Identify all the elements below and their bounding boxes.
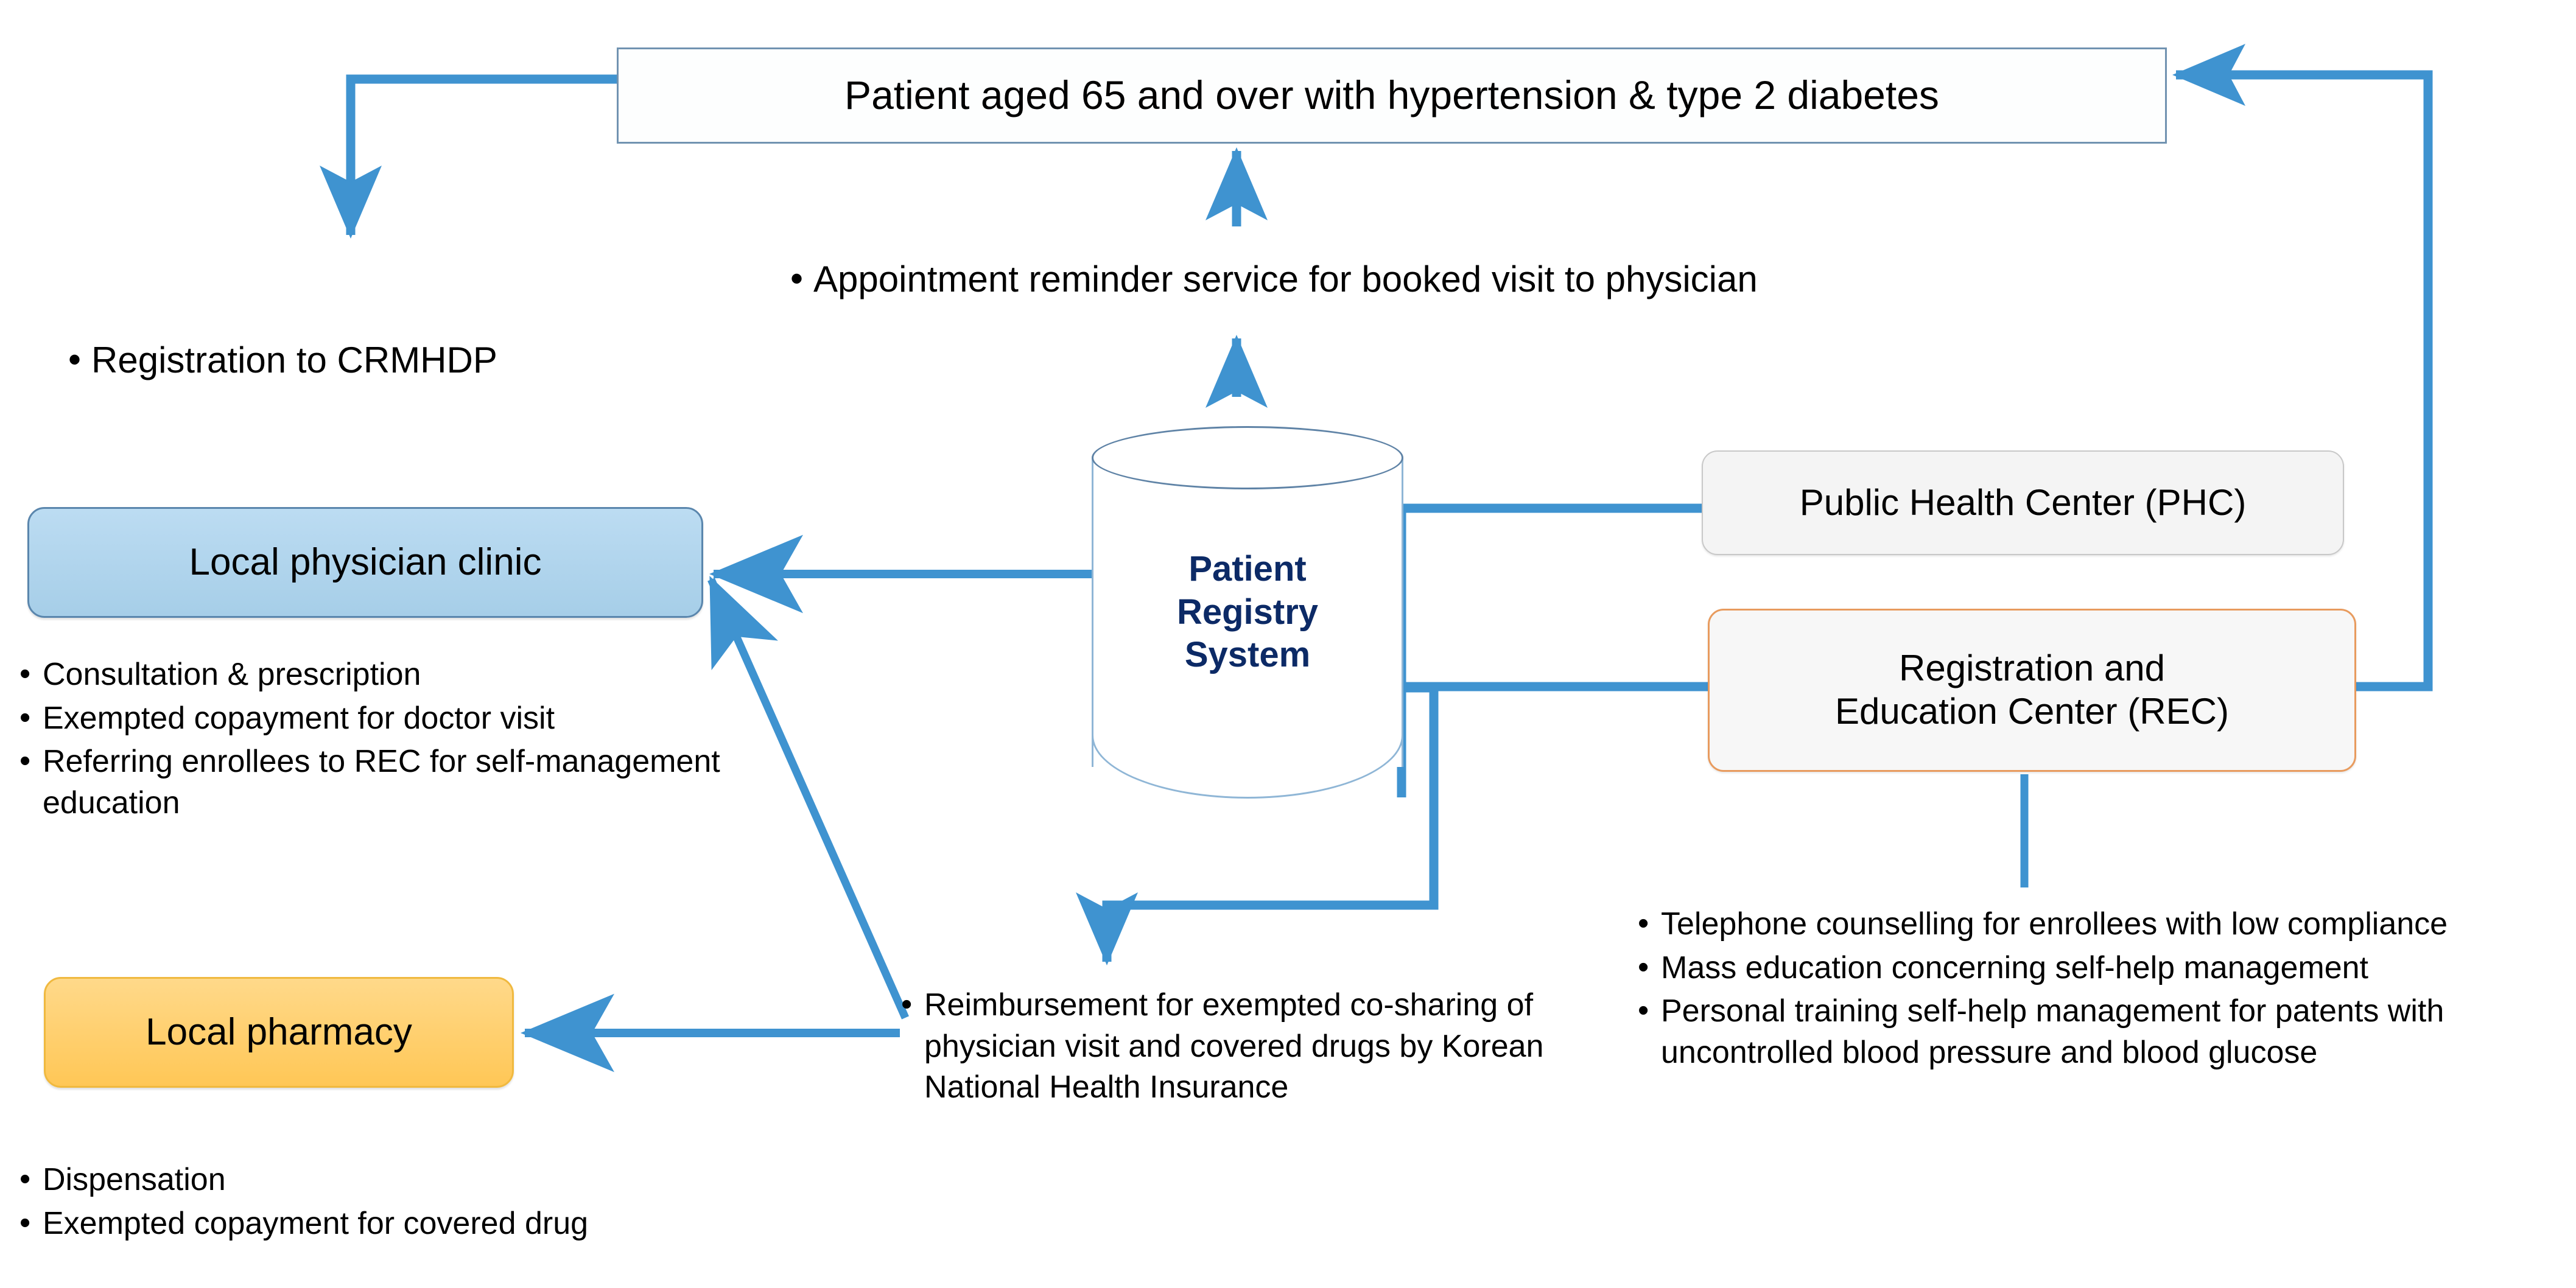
note-clinic-services: Consultation & prescription Exempted cop…	[15, 654, 824, 826]
node-local-physician-clinic[interactable]: Local physician clinic	[27, 507, 703, 618]
note-pharmacy-services-list: Dispensation Exempted copayment for cove…	[15, 1159, 867, 1245]
node-patient-label: Patient aged 65 and over with hypertensi…	[844, 72, 1939, 118]
list-item: Exempted copayment for doctor visit	[15, 698, 824, 740]
note-pharmacy-services: Dispensation Exempted copayment for cove…	[15, 1159, 867, 1247]
cylinder-top-ellipse	[1092, 426, 1403, 489]
node-registry-label: Patient Registry System	[1092, 426, 1403, 799]
wire-rec-to-patient	[2172, 44, 2433, 691]
list-item: Appointment reminder service for booked …	[785, 255, 2155, 303]
node-public-health-center[interactable]: Public Health Center (PHC)	[1702, 450, 2344, 555]
node-rec-label: Registration and Education Center (REC)	[1835, 647, 2229, 733]
note-registration: Registration to CRMHDP	[63, 336, 794, 387]
node-registry-label-line2: Registry	[1176, 592, 1319, 632]
list-item: Personal training self-help management f…	[1633, 990, 2574, 1073]
cylinder-body	[1092, 458, 1403, 767]
note-reimbursement: Reimbursement for exempted co-sharing of…	[896, 984, 1596, 1111]
node-clinic-label: Local physician clinic	[189, 541, 542, 584]
node-registration-education-center[interactable]: Registration and Education Center (REC)	[1708, 609, 2356, 772]
node-local-pharmacy[interactable]: Local pharmacy	[44, 977, 514, 1088]
list-item: Consultation & prescription	[15, 654, 824, 696]
note-clinic-services-list: Consultation & prescription Exempted cop…	[15, 654, 824, 824]
note-appointment-list: Appointment reminder service for booked …	[785, 255, 2155, 303]
list-item: Reimbursement for exempted co-sharing of…	[896, 984, 1596, 1108]
node-patient[interactable]: Patient aged 65 and over with hypertensi…	[617, 47, 2167, 144]
list-item: Dispensation	[15, 1159, 867, 1201]
node-registry-label-line1: Patient	[1188, 548, 1307, 589]
note-rec-services-list: Telephone counselling for enrollees with…	[1633, 903, 2574, 1073]
node-phc-label: Public Health Center (PHC)	[1799, 481, 2247, 523]
node-registry-label-line3: System	[1184, 635, 1311, 675]
wire-patient-to-registration	[320, 74, 617, 239]
node-rec-label-line2: Education Center (REC)	[1835, 691, 2229, 732]
list-item: Telephone counselling for enrollees with…	[1633, 903, 2574, 945]
note-rec-services: Telephone counselling for enrollees with…	[1633, 903, 2574, 1076]
list-item: Registration to CRMHDP	[63, 336, 794, 384]
node-rec-label-line1: Registration and	[1899, 648, 2165, 689]
node-patient-registry-system[interactable]: Patient Registry System	[1092, 426, 1403, 799]
node-pharmacy-label: Local pharmacy	[146, 1011, 412, 1054]
list-item: Exempted copayment for covered drug	[15, 1203, 867, 1245]
note-registration-list: Registration to CRMHDP	[63, 336, 794, 384]
note-reimbursement-list: Reimbursement for exempted co-sharing of…	[896, 984, 1596, 1108]
note-appointment-reminder: Appointment reminder service for booked …	[785, 255, 2155, 306]
list-item: Referring enrollees to REC for self-mana…	[15, 741, 824, 824]
list-item: Mass education concerning self-help mana…	[1633, 947, 2574, 989]
